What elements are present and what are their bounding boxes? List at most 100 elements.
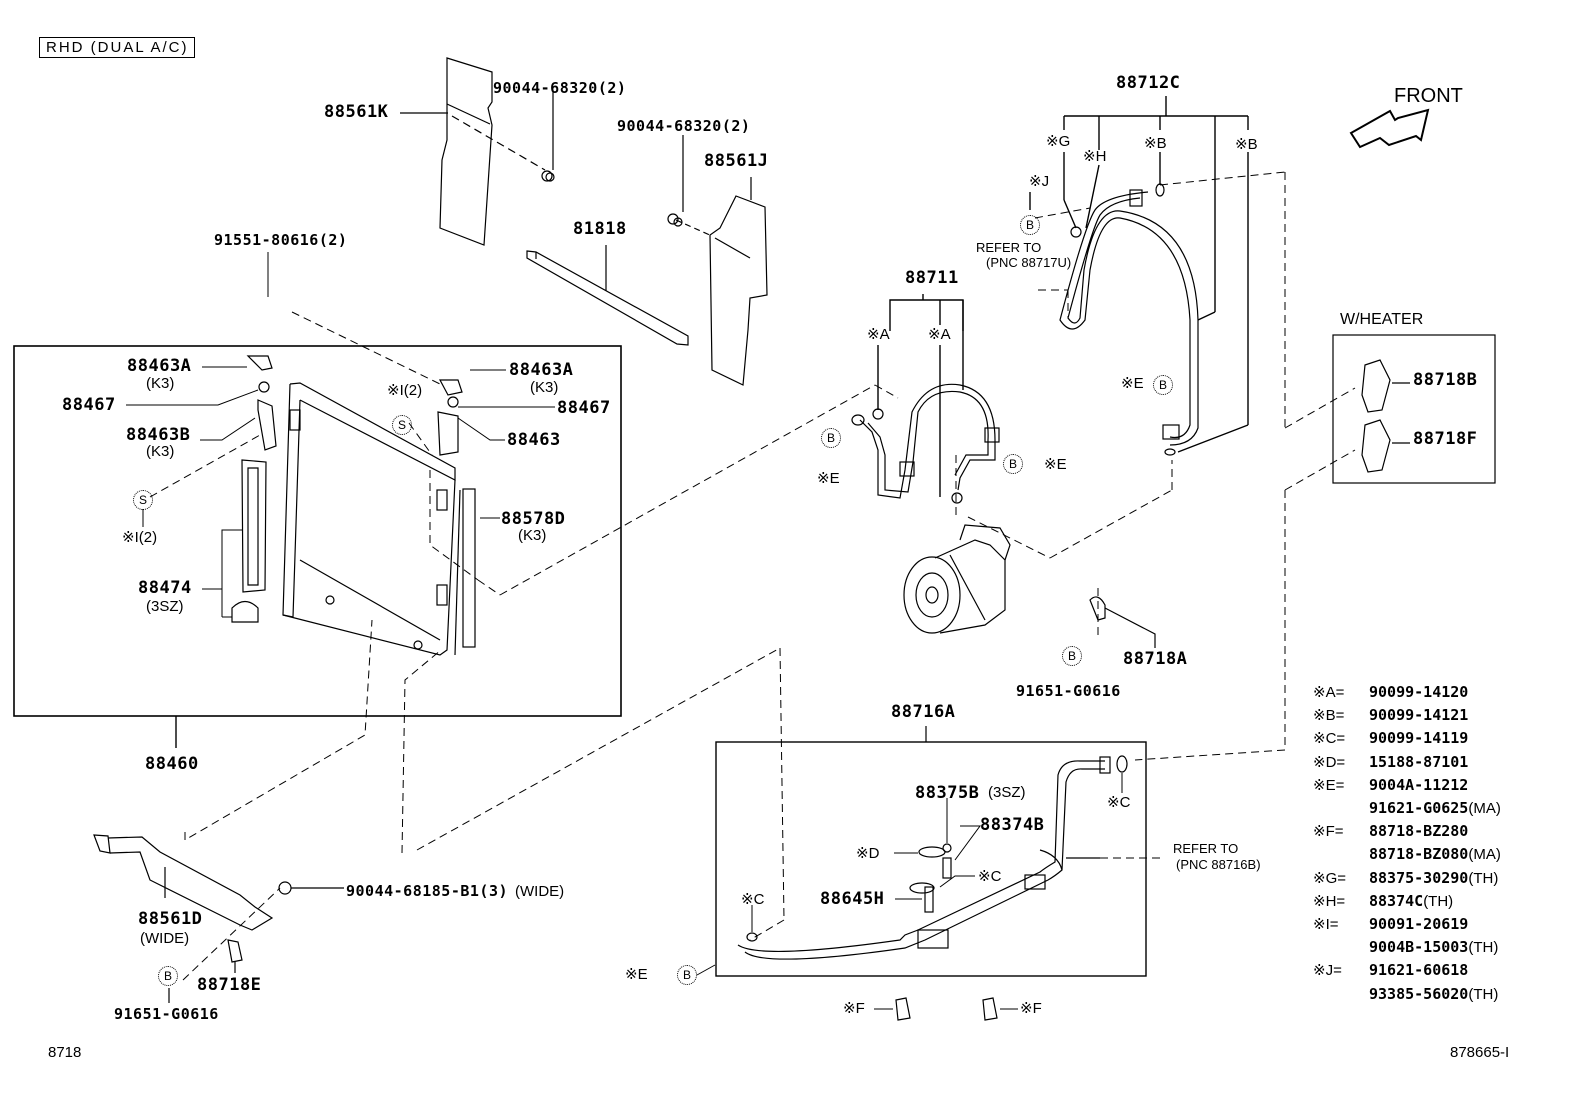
legend-key: ※C=	[1313, 730, 1346, 748]
part-note-88578d: (K3)	[518, 527, 547, 544]
clip-88718a-drawing	[1089, 596, 1156, 648]
legend-key: ※E=	[1313, 776, 1345, 794]
legend-row: 93385-56020(TH)	[1313, 983, 1501, 1006]
legend-part-number[interactable]: 90099-14120	[1369, 683, 1469, 701]
part-label-88561j[interactable]: 88561J	[704, 151, 769, 171]
leader-lines-left	[126, 252, 555, 618]
condenser-drawing	[282, 382, 476, 656]
legend-part-number[interactable]: 91621-60618	[1369, 961, 1469, 980]
legend-part-number[interactable]: 15188-87101	[1369, 752, 1469, 771]
bracket-88712c-leader	[1029, 96, 1249, 453]
callout-e-1: ※E	[817, 470, 840, 487]
legend-row: ※C= 90099-14119	[1313, 727, 1501, 750]
callout-e-3: ※E	[1121, 375, 1144, 392]
part-label-88474[interactable]: 88474	[138, 578, 192, 598]
dashed-leaders	[149, 171, 1356, 981]
compressor-drawing	[903, 524, 1011, 634]
part-label-90044-68185[interactable]: 90044-68185-B1(3)	[346, 882, 509, 900]
bracket-88463b-drawing	[231, 355, 277, 623]
circle-mark-b-88718a: B	[1062, 646, 1082, 666]
part-note-88463b: (K3)	[146, 443, 175, 460]
legend-key: ※D=	[1313, 753, 1346, 771]
part-label-88578d[interactable]: 88578D	[501, 509, 566, 529]
legend-part-number[interactable]: 90091-20619	[1369, 915, 1469, 934]
circle-mark-s-left: S	[133, 490, 153, 510]
legend-note: (TH)	[1468, 939, 1499, 957]
part-label-88374b[interactable]: 88374B	[980, 815, 1045, 835]
part-label-88463b[interactable]: 88463B	[126, 425, 191, 445]
refer-to-88716b-label: REFER TO	[1173, 841, 1239, 856]
part-label-88561d[interactable]: 88561D	[138, 909, 203, 929]
part-label-88463a-left[interactable]: 88463A	[127, 356, 192, 376]
part-label-88375b[interactable]: 88375B	[915, 783, 980, 803]
variant-label-box: RHD (DUAL A/C)	[39, 37, 196, 58]
legend-key: ※F=	[1313, 823, 1344, 841]
part-label-88718a[interactable]: 88718A	[1123, 649, 1188, 669]
legend-part-number[interactable]: 9004A-11212	[1369, 775, 1469, 794]
legend-row: 91621-G0625(MA)	[1313, 797, 1501, 820]
pipe-88716a-drawing	[737, 755, 1128, 960]
legend-part-number[interactable]: 88718-BZ280	[1369, 822, 1469, 841]
part-label-88718e[interactable]: 88718E	[197, 975, 262, 995]
part-note-88474: (3SZ)	[146, 598, 184, 615]
part-label-88467-left[interactable]: 88467	[62, 395, 116, 415]
legend-key: ※H=	[1313, 892, 1346, 910]
callout-j: ※J	[1029, 173, 1050, 190]
part-label-90044-68320-b[interactable]: 90044-68320(2)	[617, 117, 751, 135]
clips-f-drawing	[895, 997, 998, 1021]
circle-mark-b-bottom-left: B	[158, 966, 178, 986]
legend-key: ※G=	[1313, 869, 1346, 887]
legend-part-number[interactable]: 93385-56020	[1369, 984, 1469, 1003]
part-label-91651-g0616-left[interactable]: 91651-G0616	[114, 1005, 219, 1023]
part-label-88711[interactable]: 88711	[905, 268, 959, 288]
legend-row: ※F= 88718-BZ280	[1313, 820, 1501, 843]
seal-81818-drawing	[526, 245, 689, 346]
legend-row: ※B=90099-14121	[1313, 704, 1501, 727]
legend-part-number[interactable]: 9004B-15003	[1369, 938, 1469, 957]
circle-mark-b-j: B	[1020, 215, 1040, 235]
part-label-88561k[interactable]: 88561K	[324, 102, 389, 122]
circle-mark-b-88711-left: B	[821, 428, 841, 448]
legend-part-number[interactable]: 91621-G0625	[1369, 799, 1469, 818]
part-label-88467-right[interactable]: 88467	[557, 398, 611, 418]
bracket-88711-leader	[877, 294, 964, 497]
shroud-88561k-drawing	[400, 57, 555, 246]
front-arrow-icon	[1349, 108, 1430, 149]
leader-lines-88716a	[696, 773, 1123, 1010]
legend-part-number[interactable]: 88375-30290	[1369, 868, 1469, 887]
callout-a-1: ※A	[867, 326, 890, 343]
part-label-88460[interactable]: 88460	[145, 754, 199, 774]
part-label-88716a[interactable]: 88716A	[891, 702, 956, 722]
callout-b-2: ※B	[1235, 136, 1258, 153]
part-label-88712c[interactable]: 88712C	[1116, 73, 1181, 93]
part-label-91551-80616[interactable]: 91551-80616(2)	[214, 231, 348, 249]
part-label-90044-68320-a[interactable]: 90044-68320(2)	[493, 79, 627, 97]
hose-88712c-drawing	[1059, 183, 1199, 456]
part-label-81818[interactable]: 81818	[573, 219, 627, 239]
callout-a-2: ※A	[928, 326, 951, 343]
legend-part-number[interactable]: 90099-14119	[1369, 729, 1469, 748]
part-label-88463[interactable]: 88463	[507, 430, 561, 450]
callout-b-1: ※B	[1144, 135, 1167, 152]
refer-to-88717u-pnc[interactable]: (PNC 88717U)	[986, 255, 1072, 270]
callout-c-left: ※C	[741, 891, 765, 908]
legend-part-number[interactable]: 90099-14121	[1369, 706, 1469, 725]
part-label-88463a-right[interactable]: 88463A	[509, 360, 574, 380]
legend-note: (MA)	[1468, 800, 1501, 818]
legend-row: ※J=91621-60618	[1313, 959, 1501, 982]
callout-legend: ※A=90099-14120※B=90099-14121※C=90099-141…	[1313, 681, 1501, 1006]
condenser-group-box	[13, 345, 622, 717]
clips-w-heater-drawing	[1361, 359, 1410, 473]
part-label-91651-g0616-right[interactable]: 91651-G0616	[1016, 682, 1121, 700]
callout-c-right: ※C	[1107, 794, 1131, 811]
circle-mark-b-88711-right: B	[1003, 454, 1023, 474]
part-label-88645h[interactable]: 88645H	[820, 889, 885, 909]
part-label-88718b[interactable]: 88718B	[1413, 370, 1478, 390]
refer-to-88716b-pnc[interactable]: (PNC 88716B)	[1176, 857, 1261, 872]
part-label-88718f[interactable]: 88718F	[1413, 429, 1478, 449]
legend-part-number[interactable]: 88374C	[1369, 891, 1424, 910]
callout-d: ※D	[856, 845, 880, 862]
legend-part-number[interactable]: 88718-BZ080	[1369, 845, 1469, 864]
legend-note: (TH)	[1468, 985, 1499, 1003]
front-label: FRONT	[1394, 85, 1463, 107]
